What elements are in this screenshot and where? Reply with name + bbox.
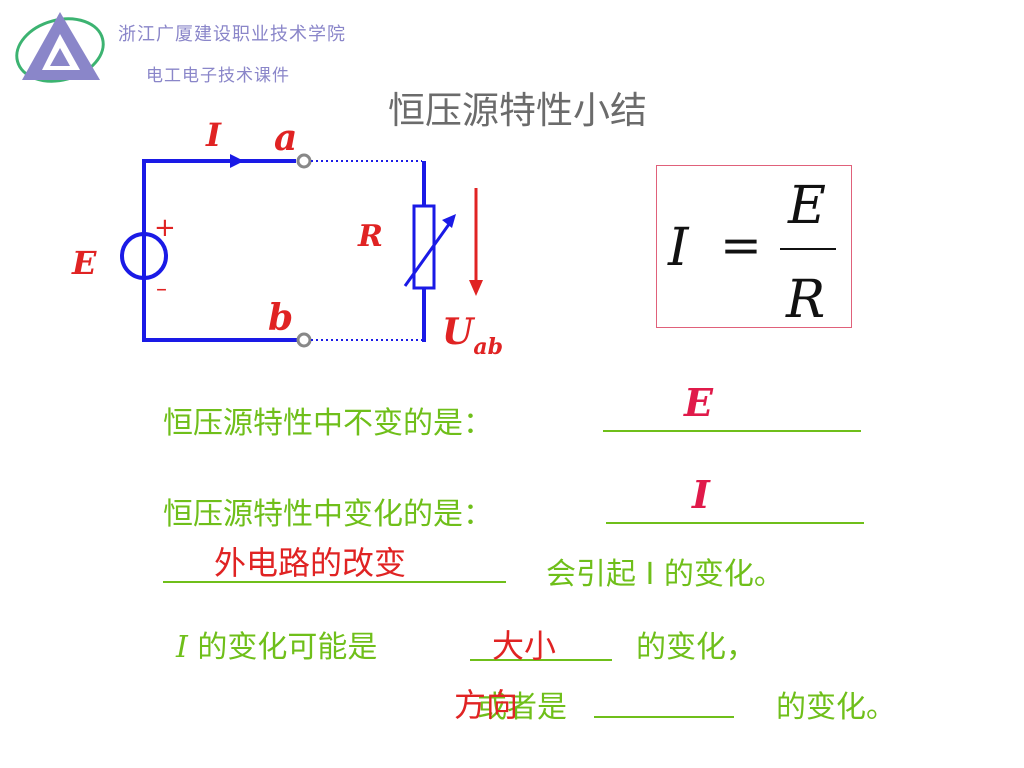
node-a-label: a bbox=[274, 117, 297, 159]
change-kind-or: 或者是 bbox=[477, 690, 567, 725]
voltage-subscript: ab bbox=[473, 334, 503, 360]
change-kind-end: 的变化。 bbox=[776, 690, 896, 725]
variable-I: I bbox=[176, 630, 188, 665]
minus-sign: – bbox=[156, 277, 167, 302]
voltage-arrow-head bbox=[469, 280, 483, 296]
formula-denominator: R bbox=[786, 270, 826, 330]
source-label: E bbox=[71, 244, 97, 282]
blank-changed bbox=[606, 522, 864, 524]
answer-unchanged: E bbox=[684, 380, 713, 425]
variable-arrow-head bbox=[442, 214, 456, 228]
current-arrow bbox=[230, 154, 244, 168]
change-kind-prefix: 的变化可能是 bbox=[187, 630, 378, 665]
blank-unchanged bbox=[603, 430, 861, 432]
plus-sign: + bbox=[154, 213, 176, 243]
blank-cause bbox=[163, 581, 506, 583]
answer-changed: I bbox=[692, 472, 710, 517]
answer-size: 大小 bbox=[492, 627, 557, 665]
resistor-label: R bbox=[357, 219, 383, 254]
change-kind-mid: 的变化， bbox=[636, 630, 756, 665]
answer-direction: 方向 bbox=[454, 686, 519, 724]
college-logo-icon bbox=[15, 12, 105, 83]
formula-fraction-bar bbox=[780, 248, 836, 250]
circuit-diagram: I a b E + – R Uab bbox=[71, 116, 503, 360]
voltage-label: Uab bbox=[442, 311, 503, 360]
question-unchanged: 恒压源特性中不变的是： bbox=[163, 406, 493, 441]
course-name: 电工电子技术课件 bbox=[146, 66, 290, 86]
slide-title: 恒压源特性小结 bbox=[388, 89, 647, 132]
terminal-b bbox=[296, 332, 312, 348]
answer-cause: 外电路的改变 bbox=[214, 544, 407, 582]
formula-equals: = bbox=[720, 216, 762, 274]
blank-direction bbox=[594, 716, 734, 718]
current-label: I bbox=[205, 116, 222, 154]
terminal-a bbox=[296, 153, 312, 169]
formula-lhs: I bbox=[668, 218, 689, 278]
school-name: 浙江广厦建设职业技术学院 bbox=[118, 24, 346, 45]
formula-box bbox=[656, 165, 852, 328]
blank-size bbox=[470, 659, 612, 661]
question-cause: 会引起 I 的变化。 bbox=[546, 557, 784, 592]
formula-numerator: E bbox=[788, 176, 826, 236]
variable-arrow-line bbox=[403, 219, 454, 287]
question-change-kind: I 的变化可能是 bbox=[176, 622, 377, 666]
question-changed: 恒压源特性中变化的是： bbox=[163, 497, 493, 532]
node-b-label: b bbox=[268, 297, 293, 339]
